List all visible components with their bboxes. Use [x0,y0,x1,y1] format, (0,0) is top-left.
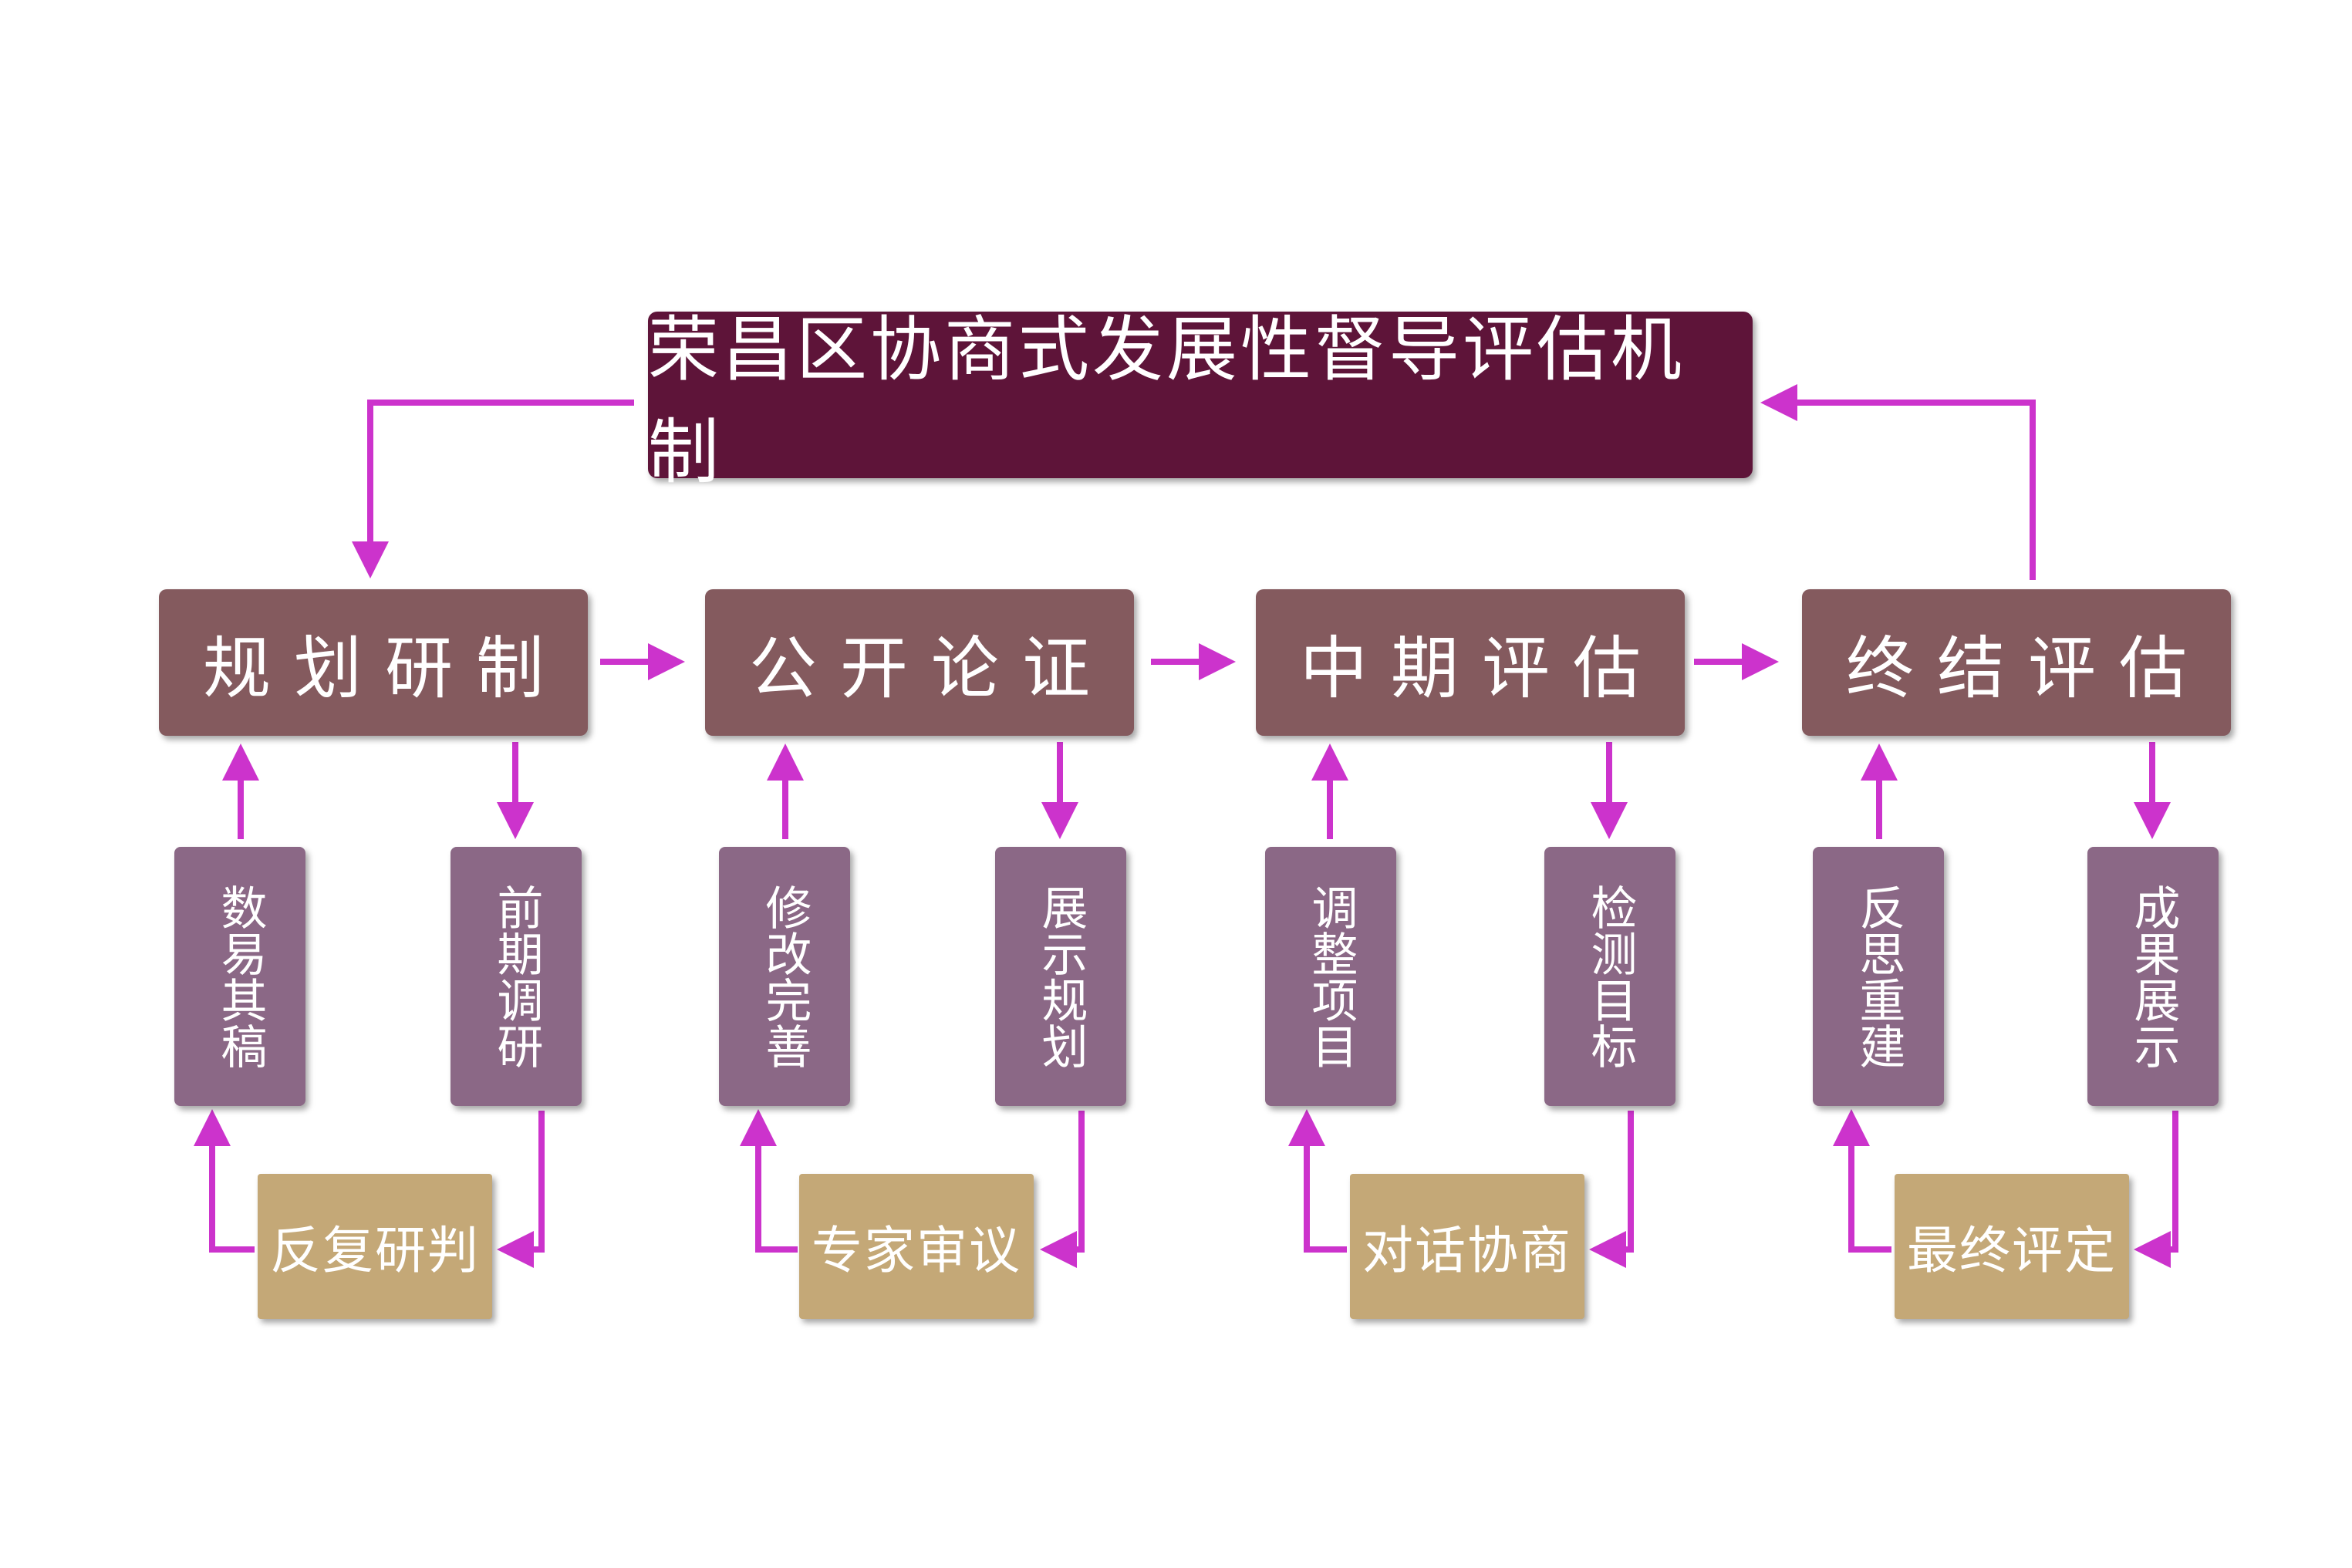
stage-planning: 规划研制 [159,589,588,736]
sub-item-g2-down: 展示规划 [995,847,1126,1106]
sub-item-g1-down: 前期调研 [450,847,582,1106]
sub-item-g1-up: 数易其稿 [174,847,305,1106]
arrow-g2-loop-left [740,1109,798,1253]
arrow-g3-loop-right [1589,1111,1634,1268]
loop-box-g3: 对话协商 [1350,1174,1584,1319]
sub-item-g4-down: 成果展示 [2087,847,2219,1106]
arrow-g4-loop-right [2134,1111,2178,1268]
stage-public-review: 公开论证 [705,589,1134,736]
loop-box-g4: 最终评定 [1895,1174,2129,1319]
loop-box-g1: 反复研判 [258,1174,492,1319]
sub-item-g3-up: 调整项目 [1265,847,1396,1106]
sub-item-g4-up: 反思重建 [1813,847,1944,1106]
sub-item-g3-down: 检测目标 [1544,847,1675,1106]
arrow-g4-loop-left [1833,1109,1891,1253]
arrow-g2-loop-right [1040,1111,1085,1268]
arrow-final-to-title [1760,384,2036,580]
diagram-title: 荣昌区协商式发展性督导评估机制 [648,309,1753,494]
arrow-g1-loop-left [194,1109,255,1253]
stage-midterm-evaluation: 中期评估 [1256,589,1685,736]
stage-final-evaluation: 终结评估 [1802,589,2231,736]
sub-item-g2-up: 修改完善 [719,847,850,1106]
arrow-g3-loop-left [1288,1109,1347,1253]
arrow-title-to-planning [352,400,634,578]
loop-box-g2: 专家审议 [799,1174,1034,1319]
arrow-g1-loop-right [497,1111,545,1268]
